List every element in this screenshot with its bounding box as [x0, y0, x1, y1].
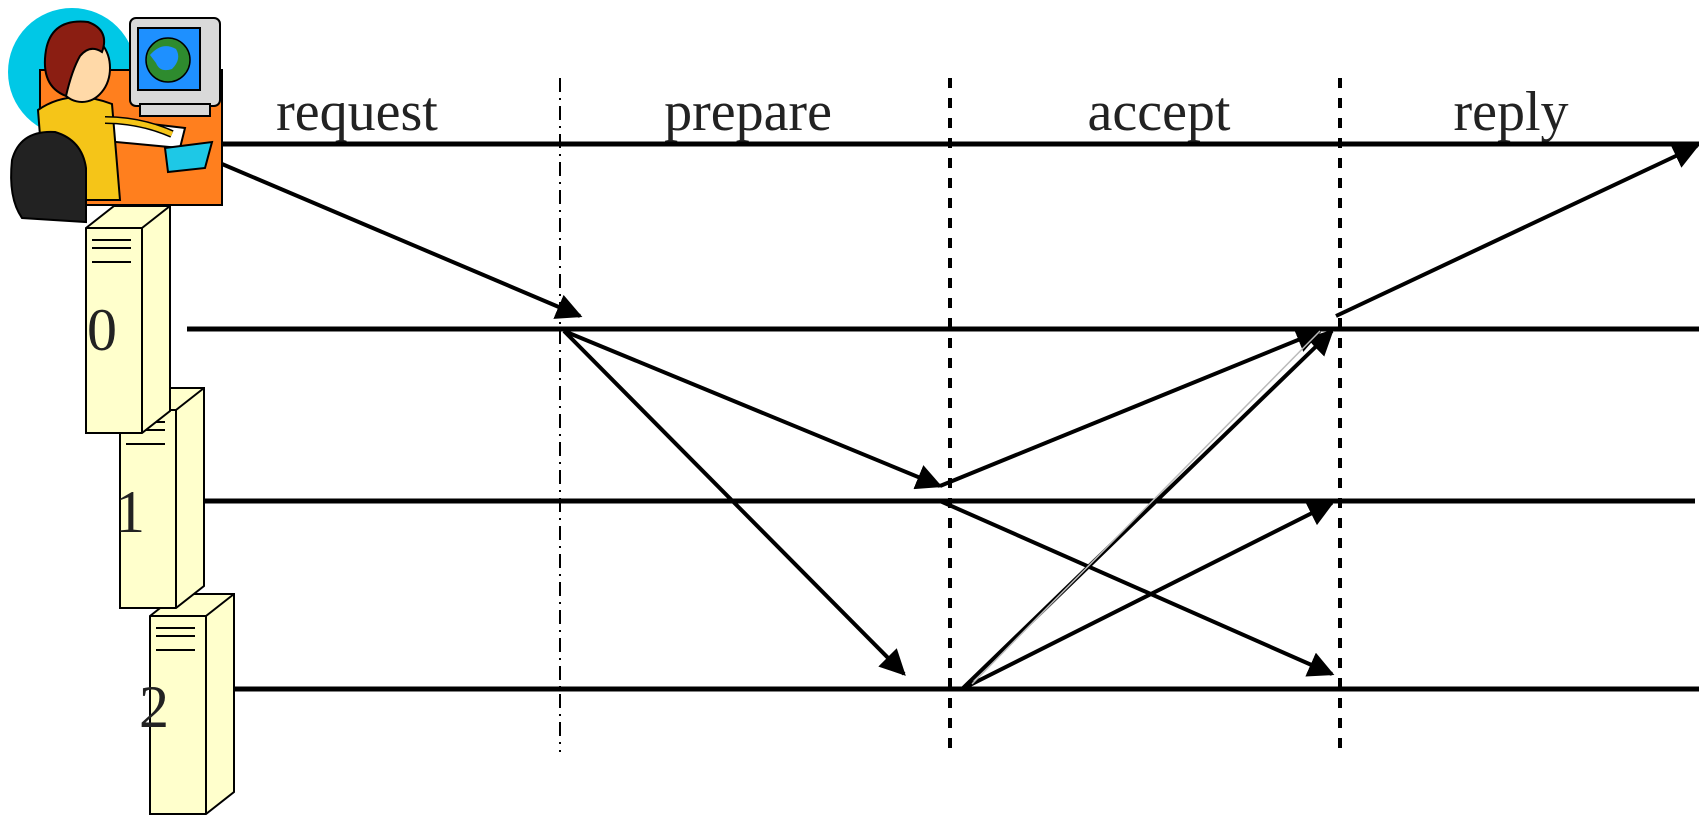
faint-line — [971, 330, 1321, 685]
phase-label-prepare: prepare — [664, 81, 832, 143]
request-message-arrow — [221, 162, 583, 319]
phase-label-request: request — [276, 81, 438, 143]
server-label-1: 1 — [115, 479, 145, 545]
timelines — [180, 141, 1699, 692]
server-label-2: 2 — [139, 674, 169, 740]
phase-label-accept: accept — [1088, 81, 1231, 143]
accept-from-server-2-to-server-0-arrow — [960, 329, 1334, 691]
phase-labels: request prepare accept reply — [276, 81, 1568, 143]
phase-dividers — [559, 78, 1342, 752]
accept-from-server-2-to-server-1-arrow — [961, 501, 1335, 691]
prepare-to-server-1-arrow — [563, 329, 943, 490]
reply-message-arrow — [1335, 144, 1699, 318]
server-tower-icon — [149, 593, 235, 815]
messages — [221, 144, 1699, 691]
accept-from-server-1-to-server-2-arrow — [939, 499, 1335, 677]
prepare-to-server-2-arrow — [562, 329, 906, 676]
server-label-0: 0 — [87, 297, 117, 363]
user-at-computer-icon — [8, 8, 223, 224]
phase-label-reply: reply — [1453, 81, 1568, 143]
promise-from-server-1-arrow — [939, 327, 1323, 488]
server-tower-icon — [119, 387, 205, 609]
